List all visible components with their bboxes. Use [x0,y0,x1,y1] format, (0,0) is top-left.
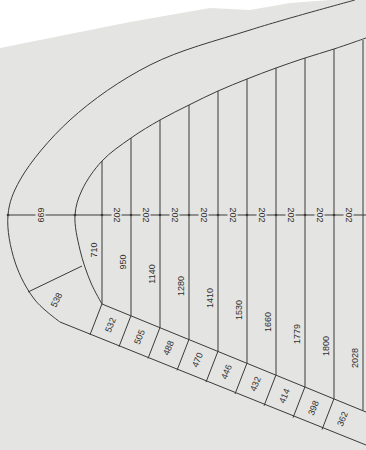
outer-curve [8,0,366,445]
centre-line [8,215,366,216]
station-spacing: 202 [344,206,354,223]
station-line [276,68,277,375]
band-tick [90,304,102,335]
band-tick [322,399,334,430]
station-line [218,91,219,351]
station-length: 1800 [321,335,331,357]
station-line [305,58,306,387]
station-spacing: 202 [286,206,296,223]
station-dot [188,214,191,217]
station-length: 1660 [263,311,273,333]
station-dot [304,214,307,217]
band-tick [119,316,131,347]
band-tick [293,387,305,418]
station-line [131,138,132,316]
station-length: 1410 [205,287,215,309]
station-length: 1280 [176,275,186,297]
station-line [160,120,161,327]
station-dot [7,214,10,217]
station-line [363,40,364,410]
station-line [334,49,335,399]
station-line [102,161,103,304]
station-length: 710 [89,241,99,258]
station-length: 1779 [292,323,302,345]
band-tick [264,375,276,406]
band-tick [148,327,160,358]
station-length: 1530 [234,299,244,321]
station-dot [275,214,278,217]
station-dot [74,214,77,217]
nose-dimension: 699 [36,206,46,223]
station-spacing: 202 [257,206,267,223]
station-spacing: 202 [141,206,151,223]
inner-curve [75,38,366,412]
station-dot [333,214,336,217]
station-dot [159,214,162,217]
station-spacing: 202 [170,206,180,223]
station-length: 2028 [350,347,360,369]
station-spacing: 202 [199,206,209,223]
station-dot [217,214,220,217]
band-tick [235,363,247,394]
band-tick [206,351,218,382]
station-length: 1140 [147,263,157,284]
station-line [189,105,190,339]
band-tick [28,266,82,292]
station-dot [101,214,104,217]
station-spacing: 202 [112,206,122,223]
station-spacing: 202 [228,206,238,223]
station-line [247,79,248,363]
station-length: 950 [118,253,128,270]
band-tick [177,339,189,370]
drawing-lines [7,0,366,445]
station-spacing: 202 [315,206,325,223]
station-dot [130,214,133,217]
station-dot [246,214,249,217]
